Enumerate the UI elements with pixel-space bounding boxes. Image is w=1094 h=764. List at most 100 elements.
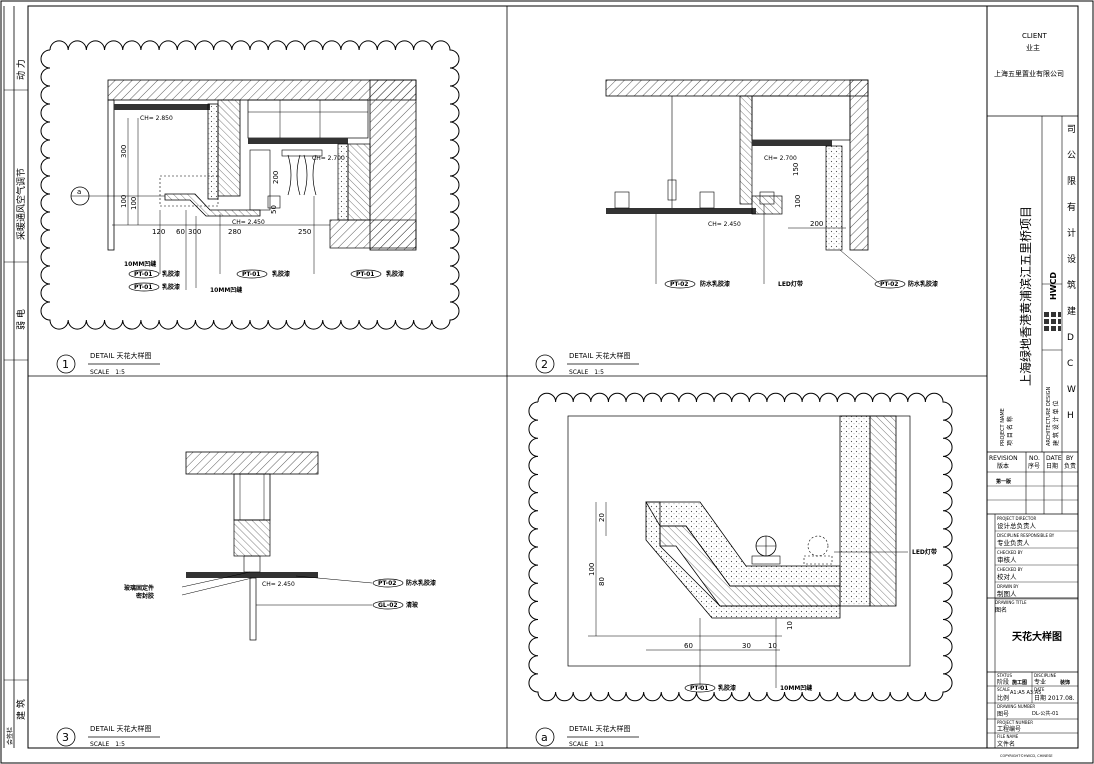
da-note-groove: 10MM凹缝: [780, 684, 812, 692]
rev-first-edition: 第一版: [996, 478, 1011, 485]
rev-no-label: NO.: [1029, 455, 1040, 462]
strip-label-elec: 弱 电: [15, 309, 27, 330]
d3-note-waterproof: 防水乳胶漆: [406, 579, 436, 587]
firm-name-char: 司: [1067, 124, 1076, 135]
client-label-en: CLIENT: [1022, 32, 1048, 40]
firm-logo-icon: [1044, 312, 1061, 331]
revision-clouds: [40, 40, 953, 702]
file-name-cn: 文件名: [997, 740, 1015, 748]
d1-dim-200: 200: [272, 171, 280, 184]
firm-name-char: 有: [1067, 201, 1076, 213]
client-label-cn: 业主: [1026, 43, 1040, 52]
discipline-label: DISCIPLINE: [1034, 673, 1057, 678]
drawing-title-label: DRAWING TITLE: [995, 600, 1027, 605]
da-dim-100: 100: [588, 563, 596, 576]
drawing-title: 天花大样图: [1012, 630, 1062, 643]
d2-note-led: LED灯带: [778, 280, 803, 288]
detail-2-number: 2: [541, 358, 548, 371]
detail-2-drawing: CH= 2.700 CH= 2.450 150 100 200 PT-02 防水…: [605, 79, 938, 289]
revision-cloud: [528, 392, 953, 702]
d3-tag-gl02: GL-02: [378, 602, 398, 609]
d1-tag-pt01-b: PT-01: [134, 284, 152, 291]
revision-label-cn: 版本: [997, 462, 1009, 470]
scale-label: SCALE: [997, 687, 1010, 692]
d1-dim-280: 280: [228, 228, 241, 236]
detail-3-title: DETAIL 天花大样图: [90, 724, 152, 733]
da-dim-60: 60: [684, 642, 693, 650]
d1-note-latex-c: 乳胶漆: [272, 270, 290, 278]
d2-dim-100: 100: [794, 195, 802, 208]
detail-a-number: a: [541, 731, 548, 744]
detail-3-scale: SCALE 1:5: [90, 741, 125, 748]
copyright: COPYRIGHT©HWCD, CHINESE: [1000, 754, 1053, 758]
project-name-cn: 项 目 名 称: [1006, 416, 1014, 446]
left-strip: 动 力 采暖通风空气调节 弱 电 建 筑 会签栏: [3, 6, 28, 748]
da-dim-10: 10: [768, 642, 777, 650]
d1-dim-250: 250: [298, 228, 311, 236]
project-number-label: PROJECT NUMBER: [997, 720, 1033, 725]
d2-ceiling-height-2: CH= 2.450: [708, 221, 741, 228]
arch-design-cn: 建 筑 设 计 单 位: [1052, 400, 1060, 446]
da-tag-pt01: PT-01: [690, 685, 708, 692]
file-name-label: FILE NAME: [997, 734, 1019, 739]
da-dim-20: 20: [598, 513, 606, 522]
rev-by-cn: 负责: [1064, 462, 1076, 470]
detail-a-title: DETAIL 天花大样图: [569, 724, 631, 733]
project-title: 上海绿地香港黄浦滨江五里桥项目: [1018, 206, 1033, 386]
client-name: 上海五里置业有限公司: [994, 69, 1064, 78]
rev-date-label: DATE: [1046, 455, 1062, 462]
firm-logo-text: HWCD: [1049, 272, 1058, 300]
d1-ceiling-height-1: CH= 2.850: [140, 115, 173, 122]
scale-value: A1:A5 A3:A5: [1010, 690, 1041, 696]
da-dim-side-10: 10: [786, 621, 794, 630]
da-note-latex: 乳胶漆: [718, 684, 736, 692]
section-marker-label: a: [77, 188, 81, 196]
drawing-title-cn: 图名: [995, 606, 1007, 614]
firm-name-char: 建: [1067, 305, 1076, 317]
rev-no-cn: 序号: [1028, 462, 1040, 470]
d3-note-sealant: 密封胶: [136, 592, 154, 600]
signature-row-en: CHECKED BY: [997, 567, 1023, 572]
revision-cloud: [40, 40, 460, 330]
drawing-number-cn: 图号: [997, 711, 1009, 718]
detail-3-number: 3: [62, 731, 69, 744]
discipline-value: 装饰: [1059, 679, 1070, 686]
d1-dim-100b: 100: [130, 197, 138, 210]
detail-2-scale: SCALE 1:5: [569, 369, 604, 376]
status-cn: 阶段: [997, 678, 1009, 686]
d2-note-waterproof-b: 防水乳胶漆: [908, 280, 938, 288]
d1-note-latex-a: 乳胶漆: [162, 270, 180, 278]
drawing-number-label: DRAWING NUMBER: [997, 704, 1035, 709]
date-label: DATE: [1034, 687, 1045, 692]
rev-date-cn: 日期: [1046, 462, 1058, 470]
detail-3-drawing: CH= 2.450 玻璃固定件 密封胶 PT-02 防水乳胶漆 GL-02 清玻: [124, 451, 436, 641]
d2-dim-200: 200: [810, 220, 823, 228]
status-label: STATUS: [997, 673, 1012, 678]
da-note-led: LED灯带: [912, 548, 937, 556]
detail-1-scale: SCALE 1:5: [90, 369, 125, 376]
da-dim-30: 30: [742, 642, 751, 650]
revision-label: REVISION: [989, 455, 1018, 462]
scale-cn: 比例: [997, 694, 1009, 702]
d1-dim-300h: 300: [188, 228, 201, 236]
strip-label-arch: 建 筑: [15, 699, 27, 720]
d1-ceiling-height-3: CH= 2.450: [232, 219, 265, 226]
arch-design-label: ARCHITECTURE DESIGN: [1046, 386, 1052, 446]
sheet-border: [27, 5, 1079, 749]
project-name-label: PROJECT NAME: [1000, 408, 1006, 446]
detail-captions: 1 DETAIL 天花大样图 SCALE 1:5 2 DETAIL 天花大样图 …: [56, 351, 639, 748]
d1-note-groove: 10MM凹缝: [124, 260, 156, 268]
firm-name-char: 限: [1067, 176, 1076, 187]
d2-dim-150: 150: [792, 163, 800, 176]
d3-note-glass-fixing: 玻璃固定件: [124, 584, 154, 592]
firm-name-char: 公: [1067, 150, 1076, 161]
firm-name-char: 计: [1067, 227, 1076, 239]
d2-tag-pt02-a: PT-02: [670, 281, 688, 288]
d1-tag-pt01-c: PT-01: [242, 271, 260, 278]
date-value: 日期 2017.08.: [1034, 694, 1075, 702]
d1-note-latex-d: 乳胶漆: [386, 270, 404, 278]
firm-name-char: 设: [1067, 254, 1076, 265]
strip-label-hvac: 采暖通风空气调节: [15, 168, 27, 240]
signature-row-cn: 制图人: [997, 589, 1017, 598]
